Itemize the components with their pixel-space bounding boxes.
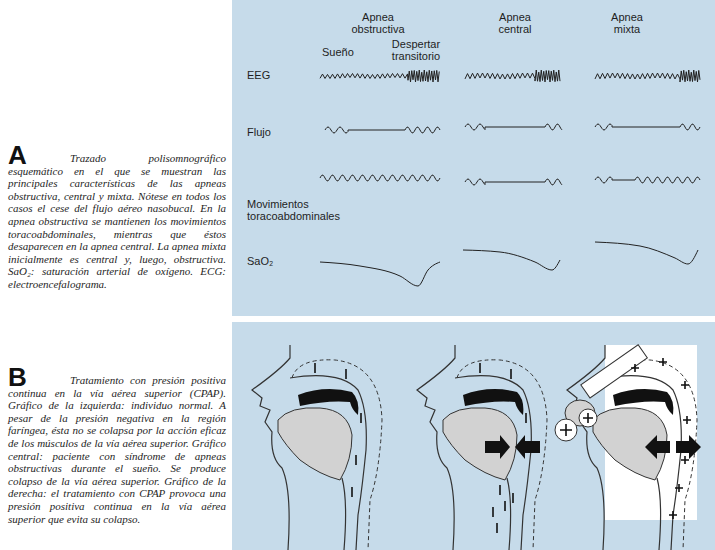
positive-pressure-sign [681,381,689,389]
negative-pressure-sign [351,487,353,497]
positive-pressure-sign [659,358,667,366]
trace-line [320,175,440,181]
head-obstructed [417,345,547,550]
trace-line [595,177,700,183]
negative-pressure-sign [492,507,494,517]
negative-pressure-sign [499,485,501,495]
panel-a-ground [232,0,715,316]
positive-pressure-sign [669,511,677,519]
negative-pressure-sign [479,363,481,373]
positive-pressure-sign [583,413,593,423]
figure-caption: Tratamiento con presión positiva continu… [8,374,226,525]
negative-pressure-sign [496,523,498,533]
trace-label: Movimientos toracoabdominales [247,198,355,222]
open-arrow [676,435,701,459]
negative-pressure-sign [345,369,347,379]
positive-pressure-sign [560,424,572,436]
trace-annotation: Despertar transitorio [386,38,446,62]
trace-line [465,70,560,82]
positive-pressure-sign [631,364,639,372]
polysomnography-traces [320,70,700,286]
trace-line [595,70,700,82]
trace-line [465,179,562,185]
negative-pressure-sign [510,369,512,379]
head-normal [252,345,382,550]
negative-pressure-sign [512,493,514,503]
negative-pressure-sign [360,413,362,423]
open-arrow [645,435,670,459]
negative-pressure-sign [314,363,316,373]
trace-line [320,70,439,82]
negative-pressure-sign [525,413,527,423]
collapse-arrow [515,435,540,459]
positive-pressure-sign [681,456,689,464]
saturation-line [320,262,440,286]
saturation-line [595,242,698,264]
trace-annotation: Sueño [322,46,354,58]
trace-label: SaO₂ [247,255,273,267]
cpap-mask [555,345,647,441]
collapse-arrow [485,435,510,459]
trace-label: EEG [247,69,270,81]
negative-pressure-sign [355,455,357,465]
trace-line [325,127,440,133]
panel-b-ground [232,322,715,550]
figure-caption: Trazado polisomnográfico esquemático en … [8,152,226,291]
trace-line [595,124,700,130]
pressure-signs [315,358,691,533]
positive-pressure-sign [683,416,691,424]
column-heading: Apnea central [490,11,540,35]
trace-line [465,124,562,130]
column-heading: Apnea obstructiva [343,11,413,35]
negative-pressure-sign [504,501,506,511]
saturation-line [463,250,560,270]
positive-pressure-sign [675,484,683,492]
column-heading: Apnea mixta [602,11,652,35]
trace-label: Flujo [247,126,271,138]
